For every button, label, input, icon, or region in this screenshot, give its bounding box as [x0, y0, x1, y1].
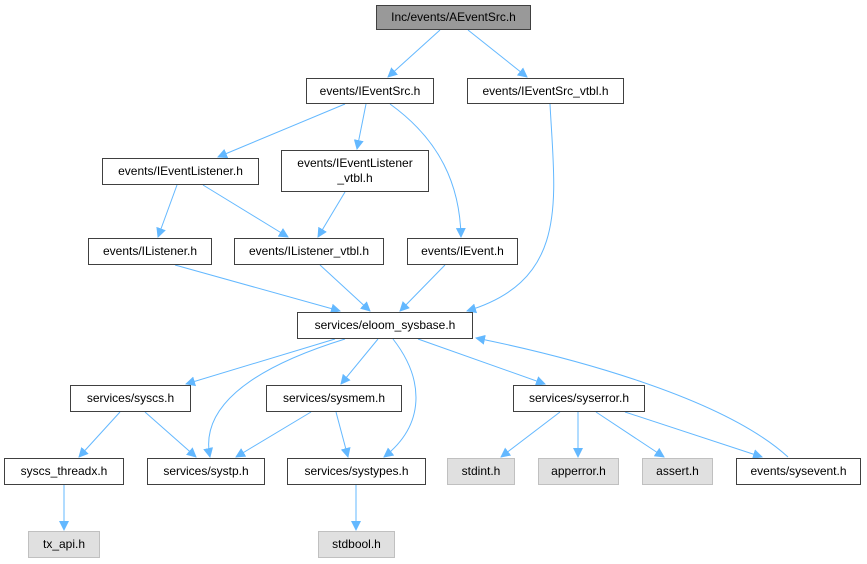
edge-sysbase-syscs — [185, 338, 336, 387]
node-tx-api: tx_api.h — [28, 531, 100, 558]
edge-aeventsrc-ieventsrc — [387, 29, 441, 78]
edge-ieventsrc-ievent — [389, 103, 466, 238]
edge-syserror-sysevent — [624, 411, 763, 459]
edge-sysbase-syserror — [417, 338, 546, 386]
edge-ieventsrc-ieventlistener-vtbl — [353, 103, 367, 150]
edge-ilistener-vtbl-sysbase — [319, 264, 371, 312]
node-sysevent[interactable]: events/sysevent.h — [736, 458, 861, 485]
node-ieventsrc[interactable]: events/IEventSrc.h — [306, 78, 434, 104]
node-sysmem[interactable]: services/sysmem.h — [266, 385, 402, 412]
node-syscs-threadx[interactable]: syscs_threadx.h — [4, 458, 124, 485]
edge-ievent-sysbase — [399, 264, 446, 312]
edge-sysevent-sysbase — [475, 334, 789, 458]
edge-aeventsrc-ieventsrc-vtbl — [467, 29, 528, 78]
node-assert: assert.h — [642, 458, 713, 485]
edge-sysbase-systp — [203, 338, 346, 458]
node-ieventlistener[interactable]: events/IEventListener.h — [102, 158, 259, 185]
node-syserror[interactable]: services/syserror.h — [513, 385, 645, 412]
edge-ieventsrc-vtbl-sysbase — [466, 103, 555, 314]
edge-sysmem-systp — [235, 411, 312, 458]
node-systp[interactable]: services/systp.h — [147, 458, 265, 485]
edge-ieventlistener-ilistener — [156, 184, 178, 238]
node-ievent[interactable]: events/IEvent.h — [407, 238, 518, 265]
edge-ieventlistener-vtbl-ilistener-vtbl — [317, 191, 346, 238]
node-stdint: stdint.h — [447, 458, 515, 485]
node-aeventsrc: Inc/events/AEventSrc.h — [376, 5, 531, 30]
node-systypes[interactable]: services/systypes.h — [287, 458, 426, 485]
node-ieventsrc-vtbl[interactable]: events/IEventSrc_vtbl.h — [467, 78, 624, 104]
edge-sysbase-systypes — [383, 338, 417, 458]
node-syscs[interactable]: services/syscs.h — [70, 385, 191, 412]
edge-ieventlistener-ilistener-vtbl — [202, 184, 289, 238]
node-ilistener-vtbl[interactable]: events/IListener_vtbl.h — [234, 238, 384, 265]
edge-sysmem-systypes — [335, 411, 351, 458]
edge-ilistener-sysbase — [174, 264, 341, 314]
edge-syserror-stdint — [500, 411, 561, 458]
edge-syserror-assert — [595, 411, 665, 458]
node-apperror: apperror.h — [538, 458, 619, 485]
node-ieventlistener-vtbl[interactable]: events/IEventListener _vtbl.h — [281, 150, 429, 192]
edge-syscs-syscs-threadx — [78, 411, 121, 458]
edge-syscs-systp — [144, 411, 197, 458]
edge-sysbase-sysmem — [340, 338, 379, 385]
edge-ieventsrc-ieventlistener — [217, 103, 346, 159]
node-stdbool: stdbool.h — [318, 531, 395, 558]
node-ilistener[interactable]: events/IListener.h — [88, 238, 212, 265]
node-sysbase[interactable]: services/eloom_sysbase.h — [297, 312, 473, 339]
